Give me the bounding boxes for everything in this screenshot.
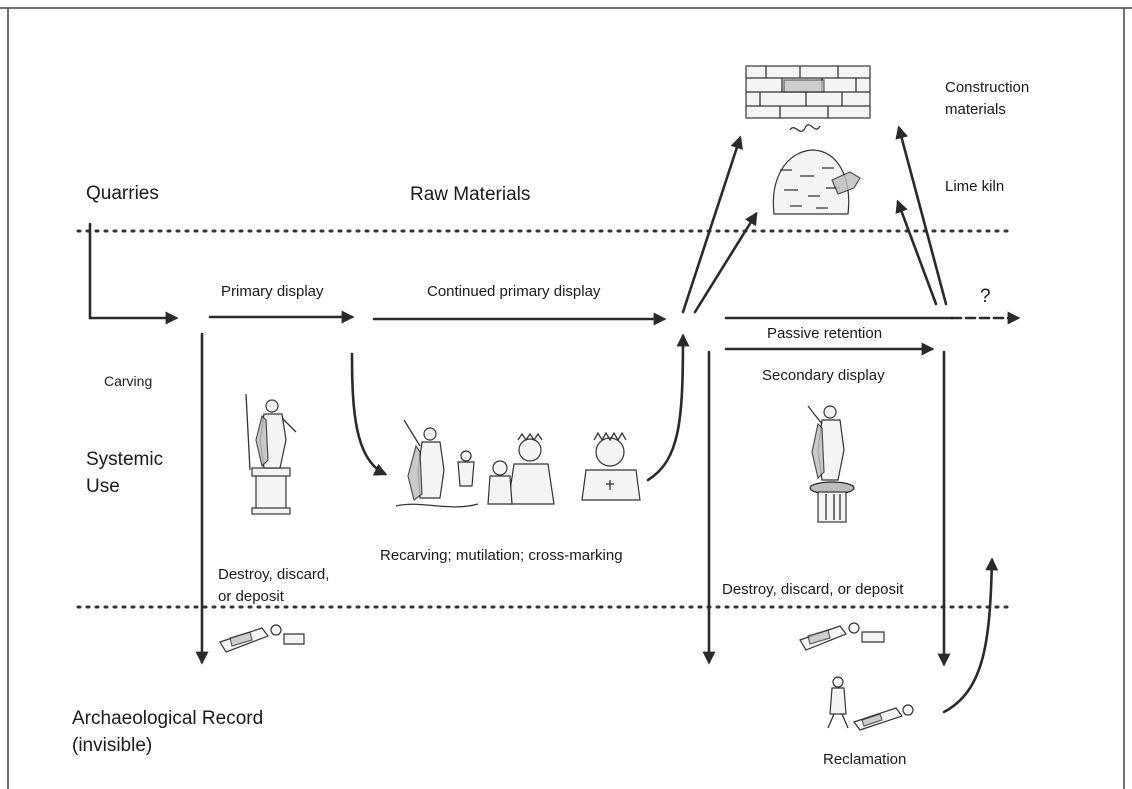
label-raw-materials: Raw Materials (410, 184, 530, 205)
fallen-statue-left (219, 624, 305, 653)
arrow-quarries-to-carving (88, 222, 179, 325)
statue-primary-display (245, 393, 297, 515)
label-destroy-left-2: or deposit (218, 588, 285, 605)
arrow-to-construction (681, 135, 743, 314)
label-lime-kiln: Lime kiln (945, 178, 1004, 195)
lime-kiln-illustration (772, 124, 861, 215)
arrow-recarving-up (646, 333, 690, 482)
fallen-statue-right (799, 622, 885, 651)
arrow-reclamation-up (942, 557, 999, 714)
label-quarries: Quarries (86, 183, 159, 204)
label-passive-retention: Passive retention (767, 325, 882, 342)
label-reclamation: Reclamation (823, 751, 906, 768)
label-archaeological-record: Archaeological Record (72, 708, 263, 729)
label-materials: materials (945, 101, 1006, 118)
reclamation-illustration (827, 676, 914, 731)
label-secondary-display: Secondary display (762, 367, 885, 384)
label-carving: Carving (104, 373, 152, 389)
recarving-illustration (395, 419, 641, 508)
label-systemic: Systemic (86, 449, 163, 470)
arrow-to-lime-kiln (693, 211, 758, 314)
label-use: Use (86, 476, 120, 497)
label-construction: Construction (945, 79, 1029, 96)
statue-secondary-display (807, 405, 855, 523)
label-destroy-right: Destroy, discard, or deposit (722, 581, 904, 598)
label-primary-display: Primary display (221, 283, 324, 300)
label-invisible: (invisible) (72, 735, 152, 756)
label-recarving: Recarving; mutilation; cross-marking (380, 547, 623, 564)
construction-wall-illustration (745, 65, 871, 119)
label-question: ? (980, 286, 991, 307)
label-continued-primary-display: Continued primary display (427, 283, 601, 300)
label-destroy-left-1: Destroy, discard, (218, 566, 329, 583)
arrow-to-recarving (350, 352, 388, 476)
arrow-right-to-lime-kiln (895, 199, 938, 306)
arrow-right-to-construction (895, 125, 948, 306)
